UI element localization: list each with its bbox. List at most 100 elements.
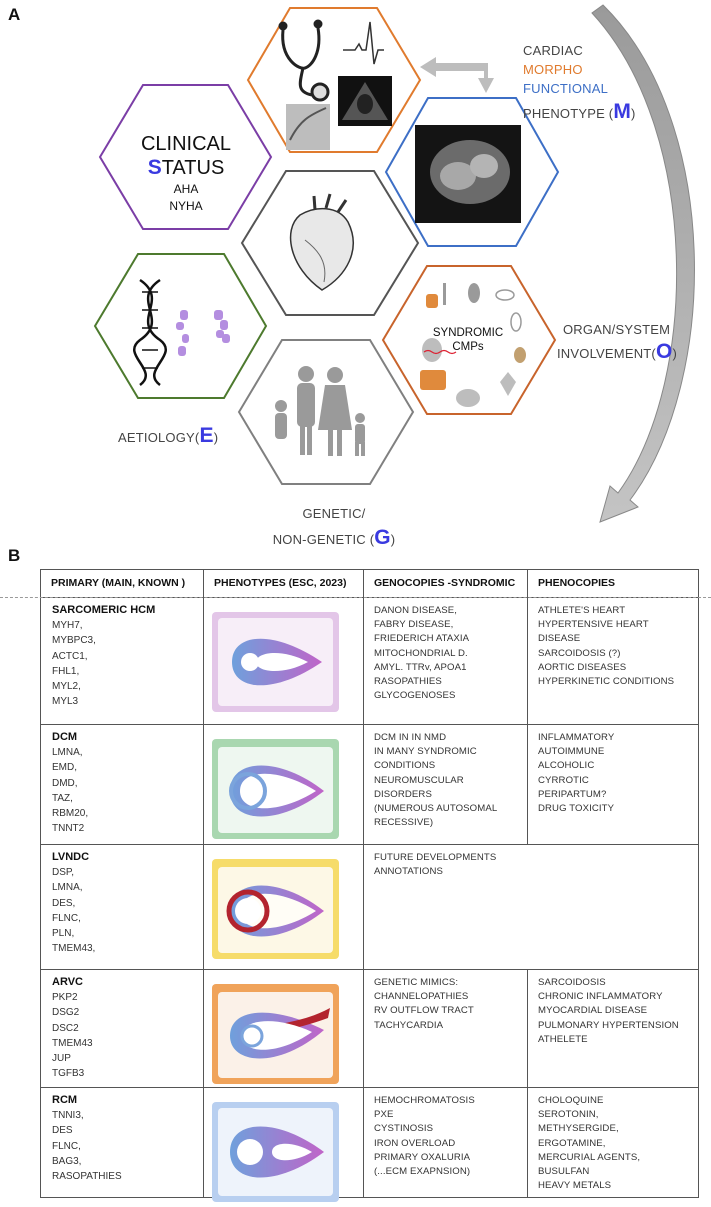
non-genetic-text: NON-GENETIC (: [272, 532, 375, 547]
genocopy-item: MITOCHONDRIAL D.: [374, 647, 468, 659]
echo-image: [338, 76, 392, 126]
functional-text: FUNCTIONAL: [523, 81, 609, 96]
aetiology-label: AETIOLOGY(E): [118, 424, 218, 448]
phenocopy-item: DISEASE: [538, 633, 581, 645]
organ-letter: O: [655, 340, 673, 363]
panel-a-label: A: [8, 5, 21, 24]
phenocopy-item: HYPERKINETIC CONDITIONS: [538, 676, 675, 688]
gene-item: DMD,: [52, 777, 78, 789]
dashed-separator: [0, 597, 711, 598]
gene-item: TNNT2: [52, 823, 85, 835]
genocopy-item: NEUROMUSCULAR: [374, 774, 464, 786]
organ-close: ): [672, 346, 678, 361]
genocopy-item: RASOPATHIES: [374, 676, 442, 688]
genetic-text: GENETIC/: [302, 506, 366, 521]
gene-item: DES,: [52, 897, 76, 909]
phenotype-cell: [203, 724, 364, 845]
gene-item: FLNC,: [52, 912, 81, 924]
heart-icon: [289, 193, 354, 291]
phenocopy-item: CHRONIC INFLAMMATORY: [538, 991, 663, 1003]
nyha-label: NYHA: [169, 199, 203, 213]
gene-item: RBM20,: [52, 808, 89, 820]
genetic-close: ): [390, 532, 396, 547]
ecg-icon: [343, 21, 384, 65]
clinical-title: CLINICAL: [140, 133, 232, 155]
genocopy-item: IRON OVERLOAD: [374, 1137, 456, 1149]
gene-item: FHL1,: [52, 665, 80, 677]
phenocopy-item: DRUG TOXICITY: [538, 803, 615, 815]
genocopy-item: (...ECM EXAPNSION): [374, 1166, 471, 1178]
genocopy-item: HEMOCHROMATOSIS: [374, 1095, 475, 1106]
phenocopy-item: INFLAMMATORY: [538, 732, 615, 743]
aha-label: AHA: [173, 182, 199, 196]
gene-item: TMEM43,: [52, 943, 96, 955]
genocopy-item: FABRY DISEASE,: [374, 619, 454, 631]
genocopy-item: FUTURE DEVELOPMENTS: [374, 852, 497, 863]
genetic-letter: G: [374, 526, 391, 549]
gene-item: TAZ,: [52, 792, 73, 804]
gene-item: MYH7,: [52, 620, 83, 631]
genocopy-item: AMYL. TTRv, APOA1: [374, 661, 467, 673]
genocopy-item: CONDITIONS: [374, 760, 436, 772]
table-header-row: PRIMARY (MAIN, KNOWN ) PHENOTYPES (ESC, …: [40, 569, 699, 598]
syndromic-text: SYNDROMIC: [432, 327, 504, 339]
aetiology-hexagon: [93, 253, 268, 399]
gene-item: RASOPATHIES: [52, 1171, 122, 1183]
header-genocopies: GENOCOPIES -SYNDROMIC: [363, 569, 528, 598]
gene-item: TMEM43: [52, 1037, 93, 1049]
genocopies-cell: FUTURE DEVELOPMENTS ANNOTATIONS: [363, 844, 528, 970]
gene-item: TGFB3: [52, 1068, 85, 1080]
phenocopy-item: ERGOTAMINE,: [538, 1137, 606, 1149]
hexagon-diagram: [93, 4, 695, 523]
status-title: STATUS: [134, 156, 238, 180]
chromosome-icons: [176, 310, 230, 356]
phenotype-letter: M: [613, 100, 632, 123]
double-arrow-icon: [420, 57, 494, 93]
genocopies-cell: DANON DISEASE,FABRY DISEASE,FRIEDERICH A…: [363, 597, 528, 725]
phenocopies-cell: [527, 844, 699, 970]
syndromic-hexagon: [381, 265, 557, 415]
cardiac-text: CARDIAC: [523, 43, 583, 58]
organ-involvement-label: ORGAN/SYSTEM INVOLVEMENT(O): [557, 319, 677, 365]
gene-item: DSG2: [52, 1007, 80, 1019]
phenocopy-item: AORTIC DISEASES: [538, 661, 627, 673]
gene-item: LMNA,: [52, 882, 83, 894]
phenocopy-item: MYOCARDIAL DISEASE: [538, 1005, 648, 1017]
genocopy-item: IN MANY SYNDROMIC: [374, 746, 477, 758]
genocopy-item: FRIEDERICH ATAXIA: [374, 633, 470, 645]
heart-hexagon: [240, 170, 420, 316]
phenotype-heart-diagram: [212, 739, 339, 839]
gene-item: MYL3: [52, 696, 79, 708]
row-title: DCM: [52, 731, 78, 743]
phenocopy-item: METHYSERGIDE,: [538, 1123, 619, 1135]
phenocopy-item: ATHELETE: [538, 1033, 588, 1045]
phenotype-cell: [203, 597, 364, 725]
curved-arrow: [591, 4, 695, 523]
panel-b-label: B: [8, 546, 21, 565]
genocopy-item: DISORDERS: [374, 788, 432, 800]
genetic-hexagon: [237, 339, 415, 485]
morpho-text: MORPHO: [523, 62, 583, 77]
genocopy-item: ANNOTATIONS: [374, 866, 443, 878]
phenotype-heart-diagram: [212, 859, 339, 959]
genocopy-item: TACHYCARDIA: [374, 1019, 444, 1031]
phenotype-cell: [203, 844, 364, 970]
gene-item: FLNC,: [52, 1140, 81, 1152]
status-rest: TATUS: [161, 157, 225, 179]
phenotype-cell: [203, 1086, 364, 1202]
spellcheck-underline: [423, 349, 457, 355]
cardiac-phenotype-label: CARDIAC MORPHO FUNCTIONAL PHENOTYPE (M): [523, 41, 636, 123]
genocopy-item: CYSTINOSIS: [374, 1123, 434, 1135]
header-phenotypes: PHENOTYPES (ESC, 2023): [203, 569, 364, 598]
genocopy-item: RECESSIVE): [374, 817, 434, 829]
gene-item: TNNI3,: [52, 1110, 84, 1121]
aetiology-text: AETIOLOGY(: [118, 430, 200, 445]
gene-item: MYBPC3,: [52, 635, 96, 647]
